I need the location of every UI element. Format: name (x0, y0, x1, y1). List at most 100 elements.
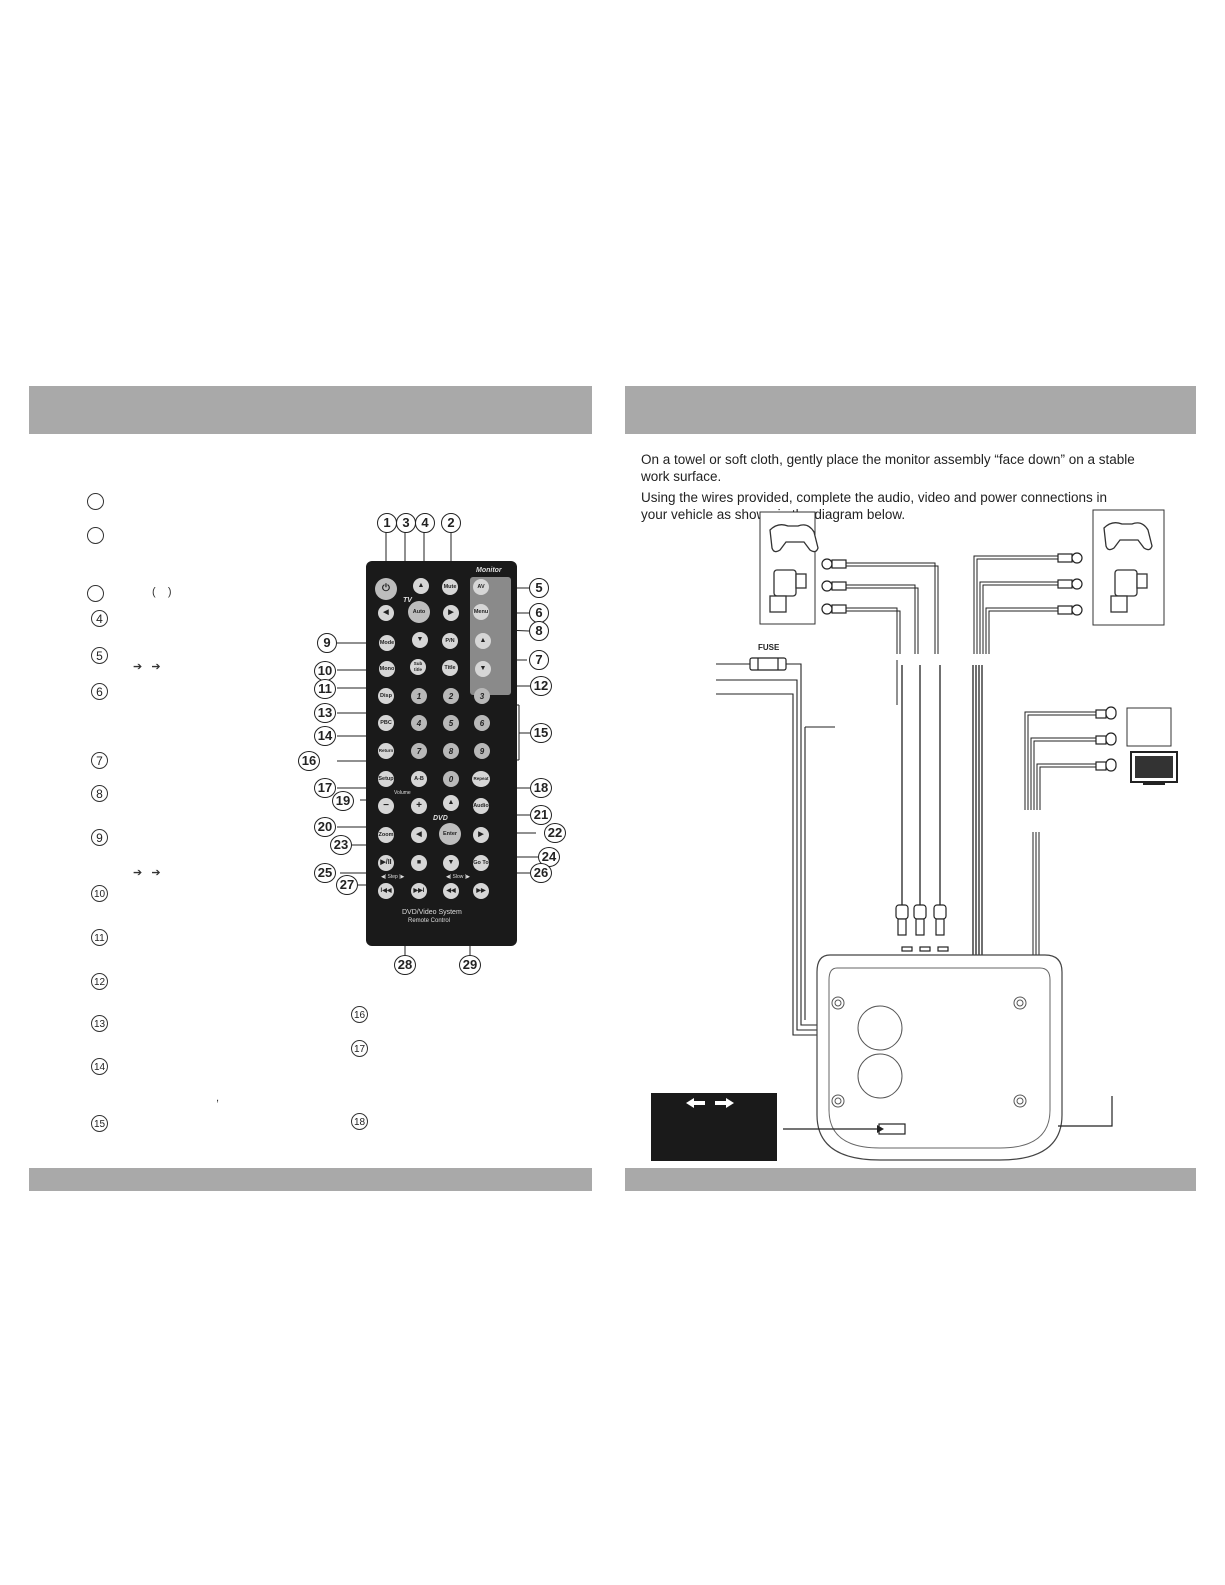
number-6-button[interactable]: 6 (474, 715, 490, 731)
prev-button[interactable]: I◀◀ (378, 883, 394, 899)
dvd-right-button[interactable]: ▶ (473, 827, 489, 843)
volume-down-button[interactable]: − (378, 798, 394, 814)
callout-4: 4 (415, 513, 435, 533)
number-4-button[interactable]: 4 (411, 715, 427, 731)
callout-22: 22 (544, 823, 566, 843)
goto-button[interactable]: Go To (473, 855, 489, 871)
right-footer-band (625, 1168, 1196, 1191)
tv-label: TV (403, 597, 412, 604)
zoom-button[interactable]: Zoom (378, 827, 394, 843)
list-bullet-18: 18 (351, 1113, 368, 1130)
monitor-up-button[interactable]: ▲ (475, 633, 491, 649)
callout-29: 29 (459, 955, 481, 975)
title-button[interactable]: Title (442, 660, 458, 676)
number-2-button[interactable]: 2 (443, 688, 459, 704)
callout-11: 11 (314, 679, 336, 699)
subtitle-button[interactable]: Sub title (410, 659, 426, 675)
list-bullet-1: 1 (87, 493, 104, 510)
callout-9: 9 (317, 633, 337, 653)
pn-button[interactable]: P/N (442, 633, 458, 649)
repeat-button[interactable]: Repeat (472, 771, 490, 787)
number-3-button[interactable]: 3 (474, 688, 490, 704)
remote-control: Monitor TV ⏻ ▲ Mute AV ◀ Auto ▶ Menu ▼ P… (366, 561, 517, 946)
callout-27: 27 (336, 875, 358, 895)
number-8-button[interactable]: 8 (443, 743, 459, 759)
list-bullet-11: 11 (91, 929, 108, 946)
arrow-marks-5: ➔ ➔ (133, 661, 161, 673)
arrow-marks-9: ➔ ➔ (133, 867, 161, 879)
dvd-left-button[interactable]: ◀ (411, 827, 427, 843)
fuse-label: FUSE (758, 643, 780, 652)
callout-17: 17 (314, 778, 336, 798)
setup-button[interactable]: Setup (378, 771, 394, 787)
tv-down-button[interactable]: ▼ (412, 632, 428, 648)
pbc-button[interactable]: PBC (378, 715, 394, 731)
dvd-up-button[interactable]: ▲ (443, 795, 459, 811)
tv-left-button[interactable]: ◀ (378, 605, 394, 621)
volume-up-button[interactable]: + (411, 798, 427, 814)
mono-button[interactable]: Mono (379, 661, 395, 677)
callout-15: 15 (530, 723, 552, 743)
tv-right-button[interactable]: ▶ (443, 605, 459, 621)
av-button[interactable]: AV (473, 579, 489, 595)
intro-paragraph-1-line-2: work surface. (641, 469, 722, 484)
play-pause-button[interactable]: ▶/II (378, 855, 394, 871)
paren-marks: ( ) (152, 586, 172, 598)
remote-control-label: Remote Control (408, 918, 451, 924)
return-button[interactable]: Return (378, 743, 394, 759)
auto-button[interactable]: Auto (408, 601, 430, 623)
slow-label: ◀| Slow |▶ (446, 874, 470, 880)
system-label: DVD/Video System (402, 909, 462, 916)
list-bullet-13: 13 (91, 1015, 108, 1032)
list-bullet-7: 7 (91, 752, 108, 769)
list-bullet-9: 9 (91, 829, 108, 846)
list-bullet-16: 16 (351, 1006, 368, 1023)
callout-16: 16 (298, 751, 320, 771)
disp-button[interactable]: Disp (378, 688, 394, 704)
enter-button[interactable]: Enter (439, 823, 461, 845)
left-right-arrows-icon (686, 1098, 734, 1108)
dvd-down-button[interactable]: ▼ (443, 855, 459, 871)
slow-label-text: Slow (452, 874, 464, 880)
callout-26: 26 (530, 863, 552, 883)
menu-button[interactable]: Menu (473, 604, 489, 620)
left-footer-band (29, 1168, 592, 1191)
right-header-band (625, 386, 1196, 434)
callout-14: 14 (314, 726, 336, 746)
callout-21: 21 (530, 805, 552, 825)
callout-19: 19 (332, 791, 354, 811)
number-0-button[interactable]: 0 (443, 771, 459, 787)
power-button[interactable]: ⏻ (375, 578, 397, 600)
number-9-button[interactable]: 9 (474, 743, 490, 759)
callout-25: 25 (314, 863, 336, 883)
callout-13: 13 (314, 703, 336, 723)
ab-button[interactable]: A-B (411, 771, 427, 787)
fast-forward-button[interactable]: ▶▶ (473, 883, 489, 899)
step-label: ◀| Step |▶ (381, 874, 405, 880)
tv-up-button[interactable]: ▲ (413, 578, 429, 594)
monitor-down-button[interactable]: ▼ (475, 661, 491, 677)
callout-5: 5 (529, 578, 549, 598)
monitor-label: Monitor (476, 567, 502, 574)
rewind-button[interactable]: ◀◀ (443, 883, 459, 899)
callout-12: 12 (530, 676, 552, 696)
callout-2: 2 (441, 513, 461, 533)
number-5-button[interactable]: 5 (443, 715, 459, 731)
list-bullet-2: 2 (87, 527, 104, 544)
mute-button[interactable]: Mute (442, 579, 458, 595)
list-bullet-3: 3 (87, 585, 104, 602)
list-bullet-4: 4 (91, 610, 108, 627)
volume-label: Volume (394, 790, 411, 796)
number-7-button[interactable]: 7 (411, 743, 427, 759)
list-bullet-8: 8 (91, 785, 108, 802)
mode-button[interactable]: Mode (379, 635, 395, 651)
stop-button[interactable]: ■ (411, 855, 427, 871)
audio-button[interactable]: Audio (473, 798, 489, 814)
number-1-button[interactable]: 1 (411, 688, 427, 704)
comma-mark: , (216, 1092, 220, 1104)
list-bullet-15: 15 (91, 1115, 108, 1132)
callout-20: 20 (314, 817, 336, 837)
next-button[interactable]: ▶▶I (411, 883, 427, 899)
list-bullet-17: 17 (351, 1040, 368, 1057)
